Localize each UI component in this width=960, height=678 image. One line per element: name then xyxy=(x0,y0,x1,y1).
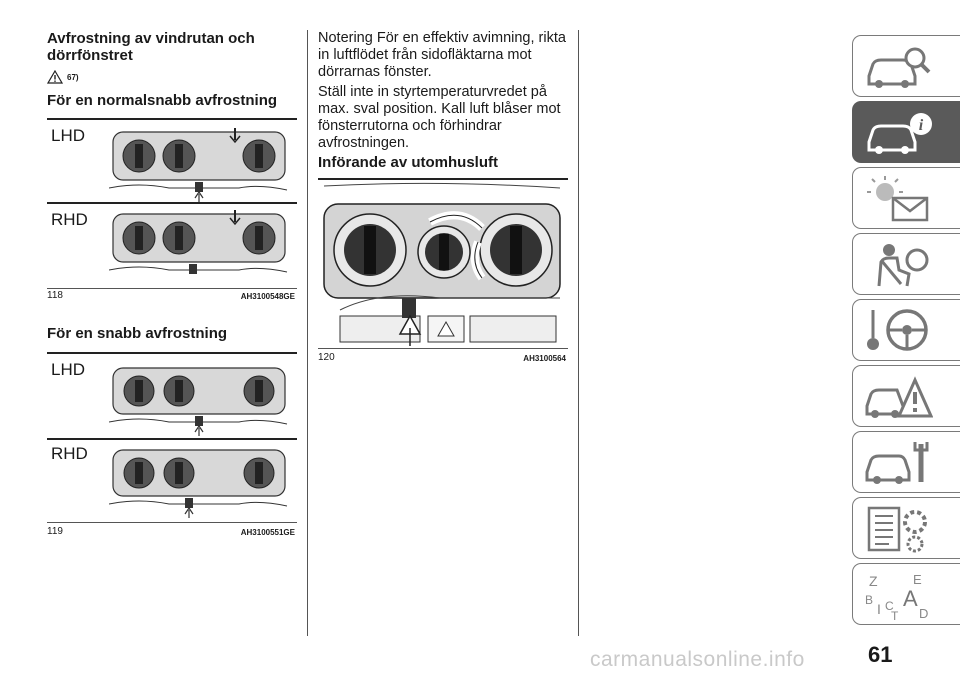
car-magnifier-icon xyxy=(867,47,931,88)
figure-118: LHD RHD 118 AH3100548GE xyxy=(47,118,297,306)
svg-text:E: E xyxy=(913,572,922,587)
seatbelt-airbag-icon xyxy=(877,244,929,287)
tab-maintenance[interactable] xyxy=(852,431,960,493)
lhd-climate-panel-illustration xyxy=(109,367,288,436)
figure-number: 120 xyxy=(318,352,335,363)
warning-triangle-icon xyxy=(47,70,63,84)
subheading-normal-defrost: För en normalsnabb avfrostning xyxy=(47,92,278,109)
figure-119: LHD RHD 119 AH3100551GE xyxy=(47,352,297,542)
tab-technical-data[interactable] xyxy=(852,497,960,559)
figure-code: AH3100564 xyxy=(523,354,566,363)
warning-reference: 67) xyxy=(47,70,297,84)
svg-text:Z: Z xyxy=(869,573,878,589)
note-paragraph: Notering För en effektiv avimning, rikta… xyxy=(318,30,566,80)
watermark: carmanualsonline.info xyxy=(590,648,805,671)
tab-emergency[interactable] xyxy=(852,365,960,427)
figure-number: 118 xyxy=(47,290,63,301)
tab-starting-driving[interactable] xyxy=(852,299,960,361)
left-column: Avfrostning av vindrutan och dörrfönstre… xyxy=(47,30,297,109)
column-divider xyxy=(578,30,579,636)
column-divider xyxy=(307,30,308,636)
figure-120: 120 AH3100564 xyxy=(318,178,568,368)
tab-car-magnifier[interactable] xyxy=(852,35,960,97)
climate-panel-recirculation-illustration xyxy=(323,182,561,346)
tab-warning-lights[interactable] xyxy=(852,167,960,229)
subheading-fast-defrost: För en snabb avfrostning xyxy=(47,325,228,342)
figure-number: 119 xyxy=(47,526,63,537)
car-info-icon: i xyxy=(867,113,932,154)
car-warning-triangle-icon xyxy=(865,376,933,418)
figure-code: AH3100551GE xyxy=(240,528,295,537)
car-wrench-icon xyxy=(865,442,929,484)
section-heading: Avfrostning av vindrutan och dörrfönstre… xyxy=(47,30,255,64)
svg-text:A: A xyxy=(903,586,918,611)
body-paragraph: Ställ inte in styrtemperaturvredet på ma… xyxy=(318,84,561,151)
lhd-climate-panel-illustration xyxy=(109,128,288,202)
warning-ref-text: 67) xyxy=(67,72,79,82)
figure-code: AH3100548GE xyxy=(240,292,295,301)
lhd-label: LHD xyxy=(51,126,86,145)
svg-text:B: B xyxy=(865,593,873,607)
tab-car-info[interactable]: i xyxy=(852,101,960,163)
lhd-label: LHD xyxy=(51,360,86,379)
alphabet-index-icon: Z E B A I C T D xyxy=(865,572,928,620)
svg-text:i: i xyxy=(919,117,924,134)
rhd-label: RHD xyxy=(51,210,88,229)
svg-text:C: C xyxy=(885,599,894,613)
svg-text:D: D xyxy=(919,606,928,620)
page-number: 61 xyxy=(868,642,893,667)
specs-gears-icon xyxy=(867,506,927,553)
rhd-label: RHD xyxy=(51,444,88,463)
tab-index[interactable]: Z E B A I C T D xyxy=(852,563,960,625)
steering-wheel-key-icon xyxy=(867,309,928,351)
svg-text:T: T xyxy=(891,609,899,620)
warning-light-envelope-icon xyxy=(867,176,929,222)
svg-text:I: I xyxy=(877,601,881,617)
tab-safety[interactable] xyxy=(852,233,960,295)
rhd-climate-panel-illustration xyxy=(109,449,288,518)
subheading-outside-air: Införande av utomhusluft xyxy=(318,154,498,171)
right-column: Notering För en effektiv avimning, rikta… xyxy=(318,30,568,171)
rhd-climate-panel-illustration xyxy=(109,210,288,274)
